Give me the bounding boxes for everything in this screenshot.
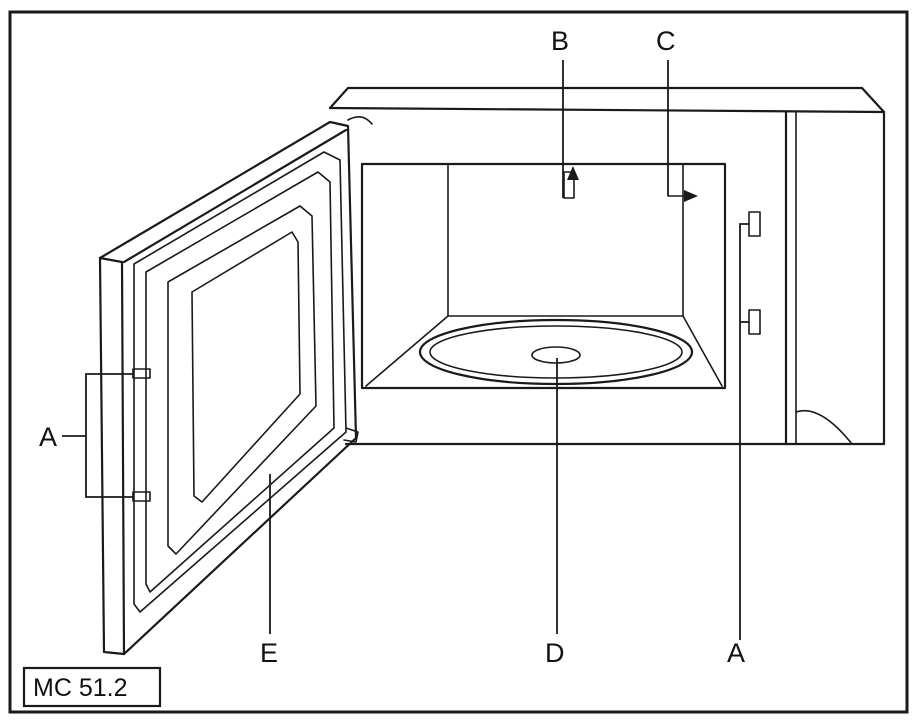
door — [98, 120, 359, 656]
label-c: C — [656, 26, 676, 56]
label-a-right: A — [727, 638, 745, 668]
b-pointer — [562, 60, 579, 199]
oven-cavity — [360, 162, 727, 390]
label-b: B — [551, 26, 569, 56]
figure-badge: MC 51.2 — [22, 666, 162, 708]
label-d: D — [545, 638, 565, 668]
label-e: E — [260, 638, 278, 668]
right-interlock-tabs — [739, 211, 761, 640]
microwave-body — [328, 86, 886, 446]
label-a-left: A — [39, 422, 57, 452]
turntable — [418, 318, 694, 386]
c-pointer — [667, 60, 698, 202]
badge-text: MC 51.2 — [33, 674, 127, 702]
frame-border — [8, 10, 909, 714]
left-a-bracket — [62, 373, 133, 498]
